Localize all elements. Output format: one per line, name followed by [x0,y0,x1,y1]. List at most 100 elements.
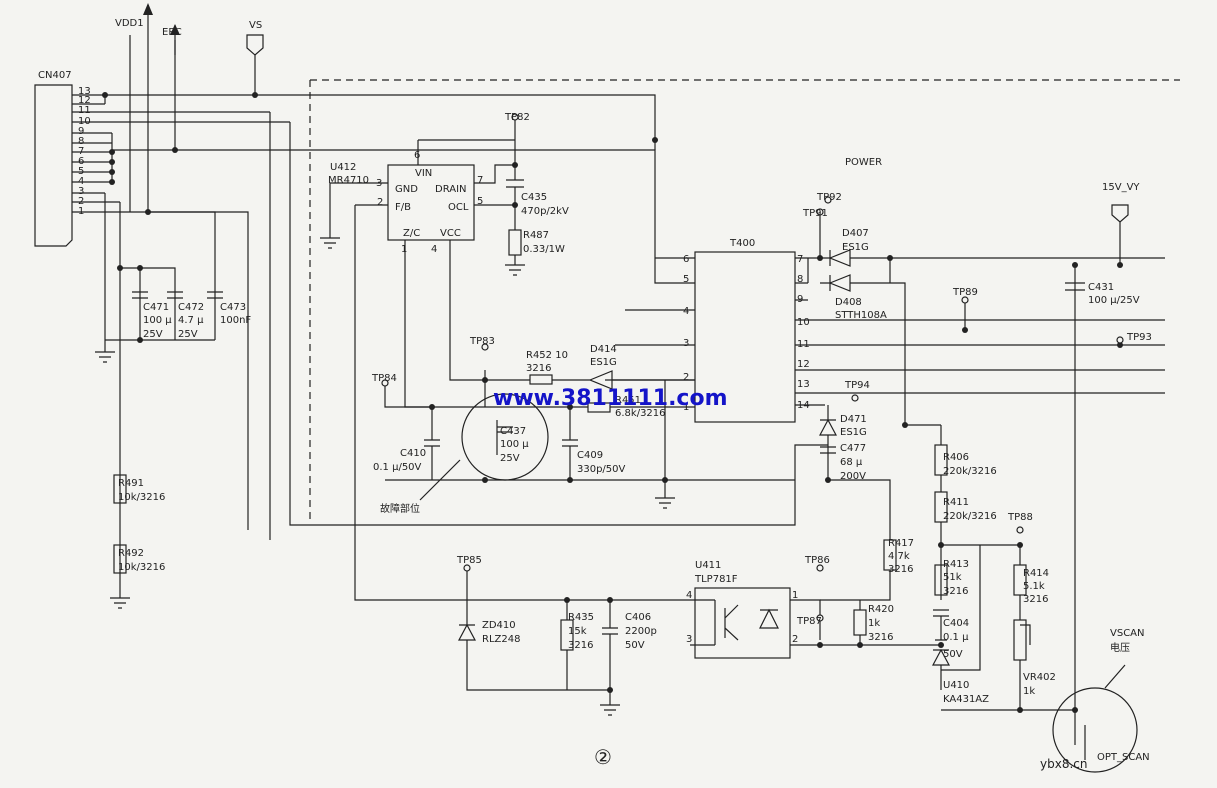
svg-text:0.33/1W: 0.33/1W [523,244,565,255]
svg-text:1k: 1k [1023,686,1035,697]
svg-text:13: 13 [797,379,810,390]
svg-text:50V: 50V [625,640,645,651]
u412-pin2-num: 2 [377,197,383,208]
svg-text:ES1G: ES1G [590,357,617,368]
svg-text:TP88: TP88 [1007,512,1033,523]
u412-pin-zc: Z/C [403,228,420,239]
svg-text:RLZ248: RLZ248 [482,634,520,645]
wire-vs-rail [105,94,656,140]
svg-text:1: 1 [683,402,689,413]
pin-10: 10 [78,116,91,127]
svg-text:ZD410: ZD410 [482,620,516,631]
svg-text:C406: C406 [625,612,651,623]
svg-text:2: 2 [683,372,689,383]
u412-pin-vcc: VCC [440,228,461,239]
u412-pin-drain: DRAIN [435,184,467,195]
svg-text:VR402: VR402 [1023,672,1056,683]
svg-text:51k: 51k [943,572,962,583]
pin-9: 9 [78,126,84,137]
svg-text:TP91: TP91 [802,208,828,219]
fault-highlight-circle [461,393,549,481]
net-erc: ERC [162,27,182,38]
fault-location-label: 故障部位 [380,502,420,515]
svg-text:8: 8 [797,274,803,285]
cn407-label: CN407 [38,70,72,81]
net-vscan: VSCAN [1110,628,1145,639]
svg-text:3216: 3216 [526,363,551,374]
svg-text:14: 14 [797,400,810,411]
svg-text:4.7k: 4.7k [888,551,910,562]
watermark-corner: ybx8.cn [1040,757,1087,771]
svg-text:TP82: TP82 [504,112,530,123]
svg-text:TP94: TP94 [844,380,870,391]
svg-text:3216: 3216 [943,586,968,597]
svg-text:200V: 200V [840,471,866,482]
watermark-site: www.3811111.com [493,386,728,411]
svg-text:100 μ: 100 μ [500,439,529,450]
svg-text:R413: R413 [943,559,969,570]
net-vdd1: VDD1 [115,18,144,29]
pin-12: 12 [78,95,91,106]
svg-text:R487: R487 [523,230,549,241]
svg-text:5.1k: 5.1k [1023,581,1045,592]
svg-text:C477: C477 [840,443,866,454]
optocoupler-u411-body [694,587,791,659]
u412-pin3-num: 3 [376,178,382,189]
svg-text:9: 9 [797,294,803,305]
svg-text:10: 10 [797,317,810,328]
u412-ref: U412 [330,162,356,173]
svg-text:TP93: TP93 [1126,332,1152,343]
pin-3: 3 [78,186,84,197]
svg-text:15k: 15k [568,626,587,637]
pin-2: 2 [78,196,84,207]
u412-pin6-num: 6 [414,150,420,161]
svg-text:4: 4 [683,306,689,317]
svg-text:C409: C409 [577,450,603,461]
svg-text:25V: 25V [143,329,163,340]
svg-text:TP92: TP92 [816,192,842,203]
svg-text:C471: C471 [143,302,169,313]
svg-text:R417: R417 [888,538,914,549]
svg-text:220k/3216: 220k/3216 [943,511,997,522]
svg-text:3: 3 [686,634,692,645]
svg-text:C435: C435 [521,192,547,203]
pin-6: 6 [78,156,84,167]
net-vs: VS [249,20,262,31]
svg-text:R451: R451 [615,395,641,406]
svg-text:TP89: TP89 [952,287,978,298]
svg-text:C472: C472 [178,302,204,313]
svg-text:D414: D414 [590,344,617,355]
pin-5: 5 [78,166,84,177]
svg-text:C473: C473 [220,302,246,313]
svg-text:3216: 3216 [888,564,913,575]
svg-text:1k: 1k [868,618,880,629]
svg-text:4.7 μ: 4.7 μ [178,315,204,326]
svg-text:12: 12 [797,359,810,370]
svg-text:D408: D408 [835,297,862,308]
svg-text:R491: R491 [118,478,144,489]
svg-text:7: 7 [797,254,803,265]
svg-text:R411: R411 [943,497,969,508]
u412-part: MR4710 [328,175,369,186]
svg-text:68 μ: 68 μ [840,457,863,468]
svg-text:50V: 50V [943,649,963,660]
svg-text:D471: D471 [840,414,867,425]
svg-text:D407: D407 [842,228,869,239]
svg-text:6.8k/3216: 6.8k/3216 [615,408,666,419]
u412-pin-fb: F/B [395,202,411,213]
pin-1: 1 [78,206,84,217]
svg-text:TP87: TP87 [796,616,822,627]
svg-text:TP86: TP86 [804,555,830,566]
svg-text:3216: 3216 [868,632,893,643]
svg-text:4: 4 [686,590,692,601]
svg-text:470p/2kV: 470p/2kV [521,206,569,217]
pin-7: 7 [78,146,84,157]
svg-text:TP85: TP85 [456,555,482,566]
connector-cn407-body [34,84,73,247]
cn407-pin-numbers: 13 12 11 10 9 8 7 6 5 4 3 2 1 [78,86,91,217]
svg-text:330p/50V: 330p/50V [577,464,626,475]
svg-text:10k/3216: 10k/3216 [118,492,165,503]
net-vscan-cn: 电压 [1110,641,1130,654]
svg-text:100 μ: 100 μ [143,315,172,326]
